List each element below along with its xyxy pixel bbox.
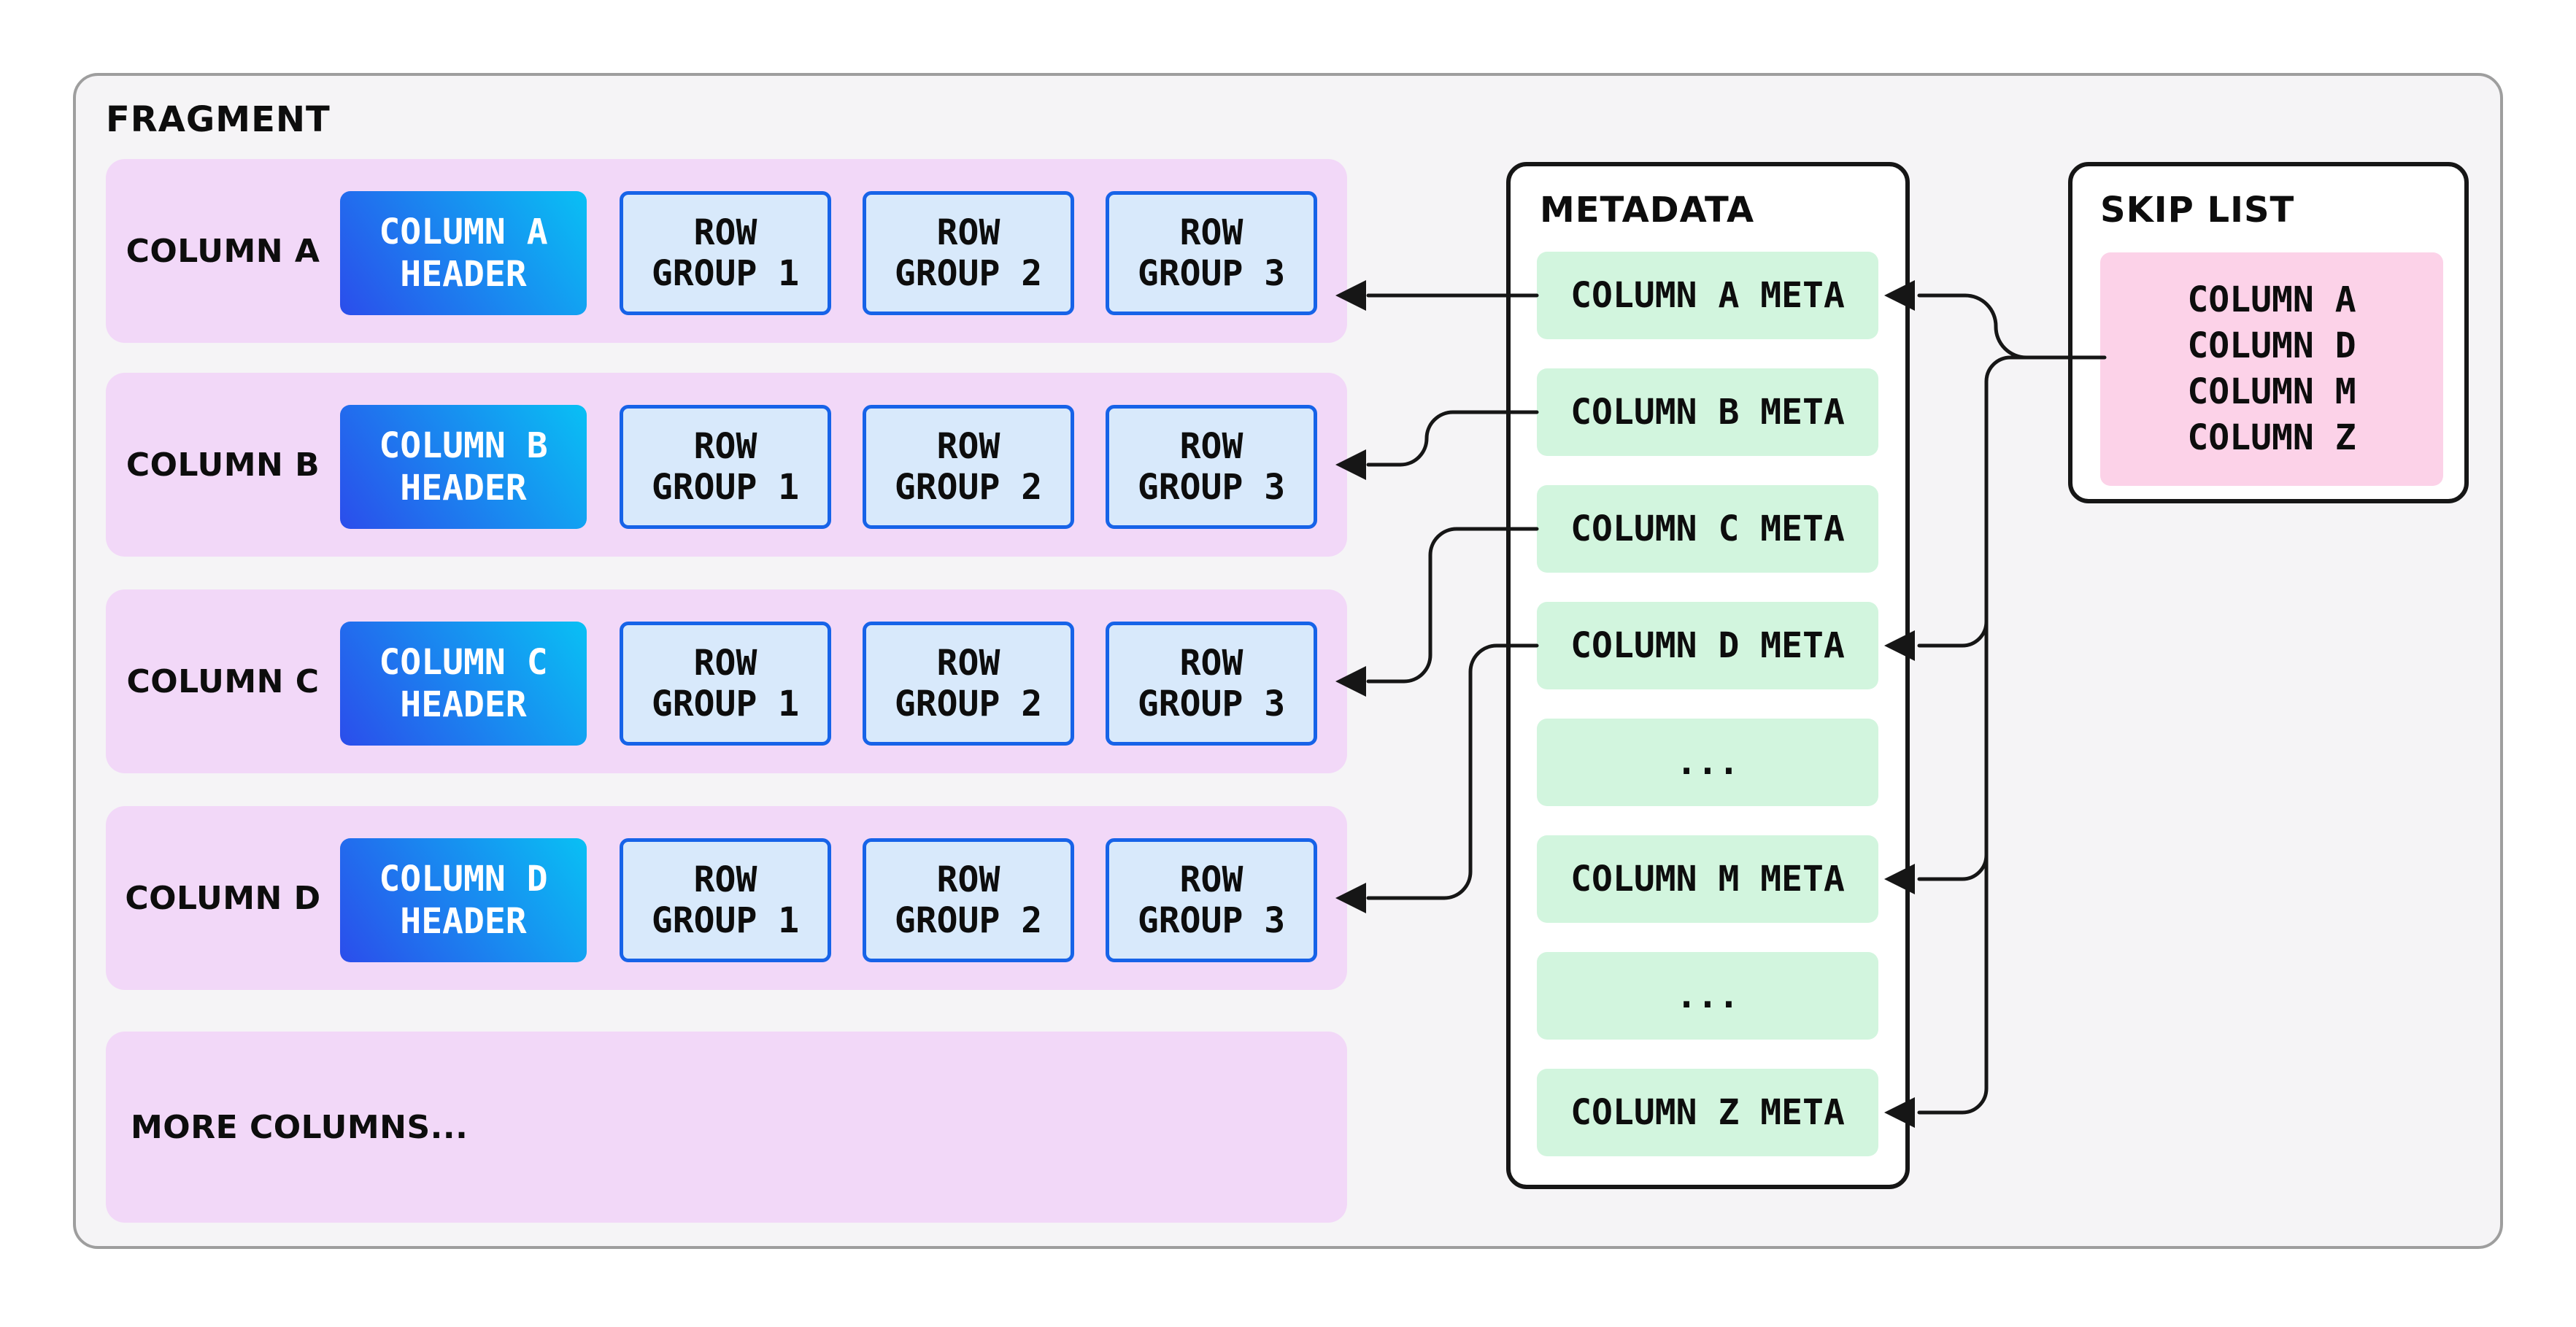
row-group-line1: ROW — [693, 212, 757, 253]
row-group-line1: ROW — [936, 643, 1000, 684]
row-group-line2: GROUP 3 — [1137, 467, 1286, 508]
row-group-line2: GROUP 1 — [651, 467, 800, 508]
more-columns-label: MORE COLUMNS... — [131, 1108, 468, 1146]
row-group-line1: ROW — [1179, 859, 1243, 900]
column-header-box: COLUMN A HEADER — [340, 191, 587, 315]
meta-item-column-c: COLUMN C META — [1537, 485, 1878, 573]
row-group-line1: ROW — [693, 859, 757, 900]
meta-item-column-d: COLUMN D META — [1537, 602, 1878, 689]
row-group-line2: GROUP 2 — [894, 900, 1043, 941]
row-group-line1: ROW — [693, 426, 757, 467]
column-row-label: COLUMN D — [125, 879, 321, 917]
column-row-label: COLUMN B — [126, 446, 320, 484]
fragment-title: FRAGMENT — [106, 99, 331, 140]
meta-item-column-b: COLUMN B META — [1537, 368, 1878, 456]
column-row-label: COLUMN A — [126, 232, 320, 270]
row-group-line2: GROUP 3 — [1137, 253, 1286, 294]
row-group-line1: ROW — [936, 859, 1000, 900]
row-group-box: ROW GROUP 1 — [620, 838, 831, 962]
column-header-line2: HEADER — [400, 684, 527, 725]
row-group-line2: GROUP 1 — [651, 253, 800, 294]
row-group-box: ROW GROUP 2 — [863, 405, 1074, 529]
skip-entry: COLUMN A — [2187, 279, 2356, 320]
row-group-box: ROW GROUP 2 — [863, 838, 1074, 962]
meta-item-ellipsis: ... — [1537, 952, 1878, 1040]
row-group-box: ROW GROUP 1 — [620, 622, 831, 746]
column-row-label: COLUMN C — [126, 662, 320, 700]
row-group-line1: ROW — [1179, 212, 1243, 253]
skip-entry: COLUMN D — [2187, 325, 2356, 366]
metadata-title: METADATA — [1540, 190, 1755, 231]
column-header-line2: HEADER — [400, 901, 527, 942]
row-group-box: ROW GROUP 2 — [863, 622, 1074, 746]
row-group-box: ROW GROUP 3 — [1106, 838, 1317, 962]
column-header-line2: HEADER — [400, 254, 527, 295]
row-group-box: ROW GROUP 3 — [1106, 622, 1317, 746]
column-header-line1: COLUMN A — [379, 212, 548, 252]
meta-item-column-z: COLUMN Z META — [1537, 1069, 1878, 1156]
column-header-box: COLUMN C HEADER — [340, 622, 587, 746]
skip-entry: COLUMN Z — [2187, 417, 2356, 458]
column-header-line1: COLUMN C — [379, 642, 548, 683]
row-group-line1: ROW — [1179, 426, 1243, 467]
column-header-line2: HEADER — [400, 468, 527, 508]
skip-entry: COLUMN M — [2187, 371, 2356, 412]
row-group-line2: GROUP 2 — [894, 684, 1043, 724]
row-group-box: ROW GROUP 1 — [620, 405, 831, 529]
row-group-box: ROW GROUP 3 — [1106, 405, 1317, 529]
column-header-line1: COLUMN D — [379, 859, 548, 900]
skip-list-entries: COLUMN A COLUMN D COLUMN M COLUMN Z — [2100, 252, 2443, 486]
row-group-line2: GROUP 1 — [651, 900, 800, 941]
row-group-line2: GROUP 3 — [1137, 684, 1286, 724]
row-group-box: ROW GROUP 2 — [863, 191, 1074, 315]
column-header-line1: COLUMN B — [379, 425, 548, 466]
column-header-box: COLUMN D HEADER — [340, 838, 587, 962]
column-header-box: COLUMN B HEADER — [340, 405, 587, 529]
meta-item-column-m: COLUMN M META — [1537, 835, 1878, 923]
column-row-d: COLUMN D COLUMN D HEADER ROW GROUP 1 ROW… — [106, 806, 1347, 990]
row-group-line2: GROUP 2 — [894, 253, 1043, 294]
meta-item-column-a: COLUMN A META — [1537, 252, 1878, 339]
skip-list-title: SKIP LIST — [2100, 190, 2295, 231]
row-group-line1: ROW — [936, 212, 1000, 253]
row-group-line2: GROUP 1 — [651, 684, 800, 724]
row-group-box: ROW GROUP 3 — [1106, 191, 1317, 315]
row-group-line1: ROW — [693, 643, 757, 684]
column-row-b: COLUMN B COLUMN B HEADER ROW GROUP 1 ROW… — [106, 373, 1347, 557]
row-group-box: ROW GROUP 1 — [620, 191, 831, 315]
row-group-line2: GROUP 2 — [894, 467, 1043, 508]
more-columns-row: MORE COLUMNS... — [106, 1032, 1347, 1223]
row-group-line2: GROUP 3 — [1137, 900, 1286, 941]
column-row-a: COLUMN A COLUMN A HEADER ROW GROUP 1 ROW… — [106, 159, 1347, 343]
row-group-line1: ROW — [936, 426, 1000, 467]
meta-item-ellipsis: ... — [1537, 719, 1878, 806]
row-group-line1: ROW — [1179, 643, 1243, 684]
column-row-c: COLUMN C COLUMN C HEADER ROW GROUP 1 ROW… — [106, 589, 1347, 773]
